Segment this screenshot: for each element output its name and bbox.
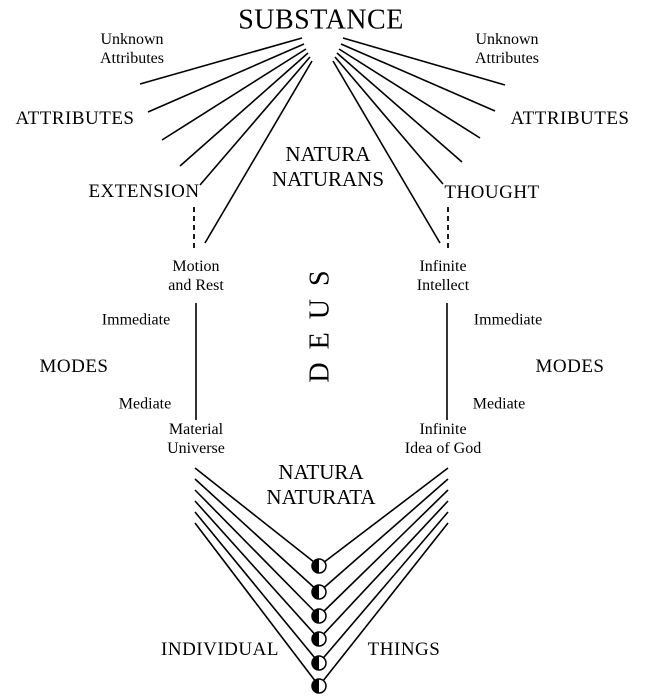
label-material-universe: Material Universe [167,421,225,457]
label-motion-and-rest: Motion and Rest [168,258,224,294]
label-immediate-left: Immediate [101,311,171,329]
label-attributes-right: ATTRIBUTES [510,107,630,129]
label-individual: INDIVIDUAL [161,638,279,660]
individual-thing-node [311,655,327,671]
substance-fan-right [332,37,506,244]
label-immediate-right: Immediate [473,311,543,329]
substance-fan-left [139,37,313,244]
label-natura-naturata: NATURA NATURATA [266,460,376,509]
naturata-fan-right [318,467,449,687]
naturata-fan-left [194,467,320,687]
label-extension: EXTENSION [88,180,200,202]
label-modes-right: MODES [535,355,605,377]
label-deus: DEUS [304,257,336,383]
individual-thing-nodes [311,558,327,694]
individual-thing-node [311,631,327,647]
label-things: THINGS [367,638,441,660]
individual-thing-node [311,584,327,600]
title-substance: SUBSTANCE [238,4,404,36]
label-infinite-intellect: Infinite Intellect [416,258,470,294]
label-mediate-left: Mediate [118,395,172,413]
label-natura-naturans: NATURA NATURANS [271,142,385,191]
label-modes-left: MODES [39,355,109,377]
label-attributes-left: ATTRIBUTES [15,107,135,129]
label-mediate-right: Mediate [472,395,526,413]
label-infinite-idea-of-god: Infinite Idea of God [404,421,482,457]
individual-thing-node [311,678,327,694]
label-unknown-attributes-right: Unknown Attributes [475,31,539,67]
label-unknown-attributes-left: Unknown Attributes [100,31,164,67]
label-thought: THOUGHT [444,181,540,203]
individual-thing-node [311,608,327,624]
individual-thing-node [311,558,327,574]
